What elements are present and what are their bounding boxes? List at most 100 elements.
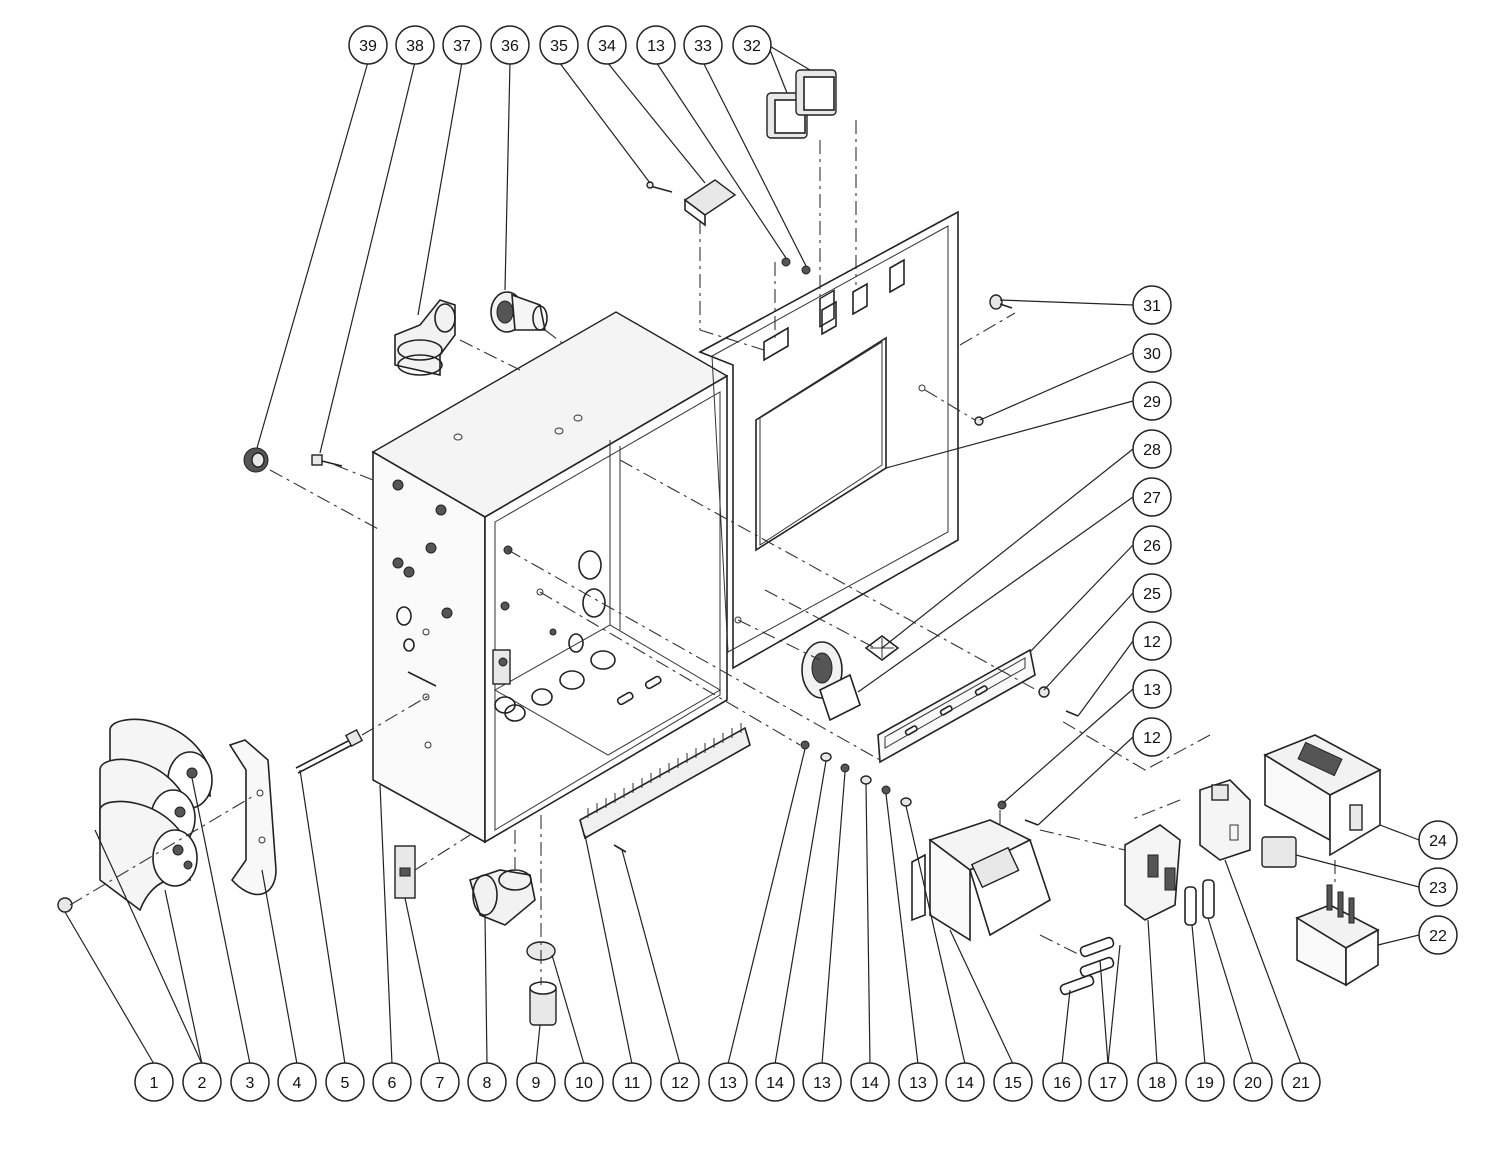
callout-balloon: 12: [1132, 717, 1172, 757]
fuses-19-20: [1184, 879, 1215, 926]
timer-relay: [801, 641, 861, 722]
callout-circle: [1132, 381, 1172, 421]
callout-number: 15: [1004, 1075, 1022, 1092]
callout-number: 7: [436, 1075, 445, 1092]
callout-circle: [1132, 717, 1172, 757]
callout-balloon: 23: [1418, 867, 1458, 907]
assembly-lines: [69, 120, 1336, 985]
transformer: [911, 819, 1051, 942]
callout-number: 22: [1429, 928, 1447, 945]
callout-circle: [1233, 1062, 1273, 1102]
callout-number: 3: [246, 1075, 255, 1092]
callout-circle: [442, 25, 482, 65]
callout-balloon: 25: [1132, 573, 1172, 613]
callout-circle: [516, 1062, 556, 1102]
callout-balloon: 16: [1042, 1062, 1082, 1102]
callout-balloon: 35: [539, 25, 579, 65]
callout-balloon: 14: [755, 1062, 795, 1102]
enclosure-box: [371, 311, 729, 844]
callout-number: 12: [671, 1075, 689, 1092]
callout-balloon: 21: [1281, 1062, 1321, 1102]
parts-drawing: [57, 44, 1420, 1065]
callout-balloon: 13: [1132, 669, 1172, 709]
nut-33: [801, 265, 811, 275]
callout-circle: [708, 1062, 748, 1102]
callout-number: 9: [532, 1075, 541, 1092]
callout-number: 30: [1143, 346, 1161, 363]
callout-circle: [1132, 573, 1172, 613]
rocker-switches: [766, 69, 837, 139]
callout-circle: [1132, 525, 1172, 565]
callout-number: 28: [1143, 442, 1161, 459]
callout-circle: [612, 1062, 652, 1102]
callout-balloon: 19: [1185, 1062, 1225, 1102]
callout-circle: [1137, 1062, 1177, 1102]
callout-balloon: 24: [1418, 820, 1458, 860]
callout-balloon: 13: [802, 1062, 842, 1102]
callout-balloon: 8: [467, 1062, 507, 1102]
callout-balloon: 20: [1233, 1062, 1273, 1102]
callout-number: 14: [861, 1075, 879, 1092]
callout-balloon: 14: [850, 1062, 890, 1102]
terminal-block-7: [394, 845, 416, 899]
callout-balloon: 22: [1418, 915, 1458, 955]
din-rail: [877, 648, 1036, 764]
callout-number: 13: [719, 1075, 737, 1092]
callout-number: 13: [1143, 682, 1161, 699]
screw-31: [989, 294, 1013, 310]
callout-circle: [1185, 1062, 1225, 1102]
screw-12-right: [1065, 710, 1079, 717]
callout-circle: [1132, 669, 1172, 709]
terminal-strip: [579, 723, 751, 840]
callout-circle: [1281, 1062, 1321, 1102]
callout-circle: [1132, 333, 1172, 373]
callout-number: 35: [550, 38, 568, 55]
callout-circle: [467, 1062, 507, 1102]
callout-number: 12: [1143, 730, 1161, 747]
callout-balloon: 26: [1132, 525, 1172, 565]
callout-circle: [564, 1062, 604, 1102]
callout-circle: [277, 1062, 317, 1102]
callout-number: 17: [1099, 1075, 1117, 1092]
long-screw: [295, 728, 364, 774]
door-cover: [698, 210, 959, 670]
callout-balloon: 34: [587, 25, 627, 65]
callout-circle: [1132, 621, 1172, 661]
callout-number: 1: [150, 1075, 159, 1092]
callout-number: 14: [766, 1075, 784, 1092]
callout-circle: [660, 1062, 700, 1102]
callout-circle: [182, 1062, 222, 1102]
callout-number: 32: [743, 38, 761, 55]
callout-number: 16: [1053, 1075, 1071, 1092]
callout-balloon: 29: [1132, 381, 1172, 421]
callout-number: 14: [956, 1075, 974, 1092]
fuse-holder: [1124, 824, 1181, 921]
callout-balloon: 1: [134, 1062, 174, 1102]
callout-circle: [587, 25, 627, 65]
callout-number: 12: [1143, 634, 1161, 651]
fuses: [1059, 936, 1115, 996]
callout-circle: [636, 25, 676, 65]
leader-lines: [64, 44, 1420, 1065]
screw-13-top: [781, 257, 791, 267]
straight-fitting-top: [490, 291, 548, 333]
circuit-breaker: [1199, 779, 1251, 861]
callout-balloon: 13: [708, 1062, 748, 1102]
callout-number: 31: [1143, 298, 1161, 315]
callout-balloon: 13: [636, 25, 676, 65]
grommet: [243, 447, 269, 473]
callout-circle: [1418, 820, 1458, 860]
callout-number: 21: [1292, 1075, 1310, 1092]
callout-circle: [732, 25, 772, 65]
callout-balloon: 12: [1132, 621, 1172, 661]
callout-number: 20: [1244, 1075, 1262, 1092]
callout-balloon: 3: [230, 1062, 270, 1102]
callout-balloon: 15: [993, 1062, 1033, 1102]
callout-circle: [1132, 429, 1172, 469]
callout-balloon: 28: [1132, 429, 1172, 469]
callout-circle: [1088, 1062, 1128, 1102]
screw-38: [311, 454, 343, 467]
callout-number: 33: [694, 38, 712, 55]
